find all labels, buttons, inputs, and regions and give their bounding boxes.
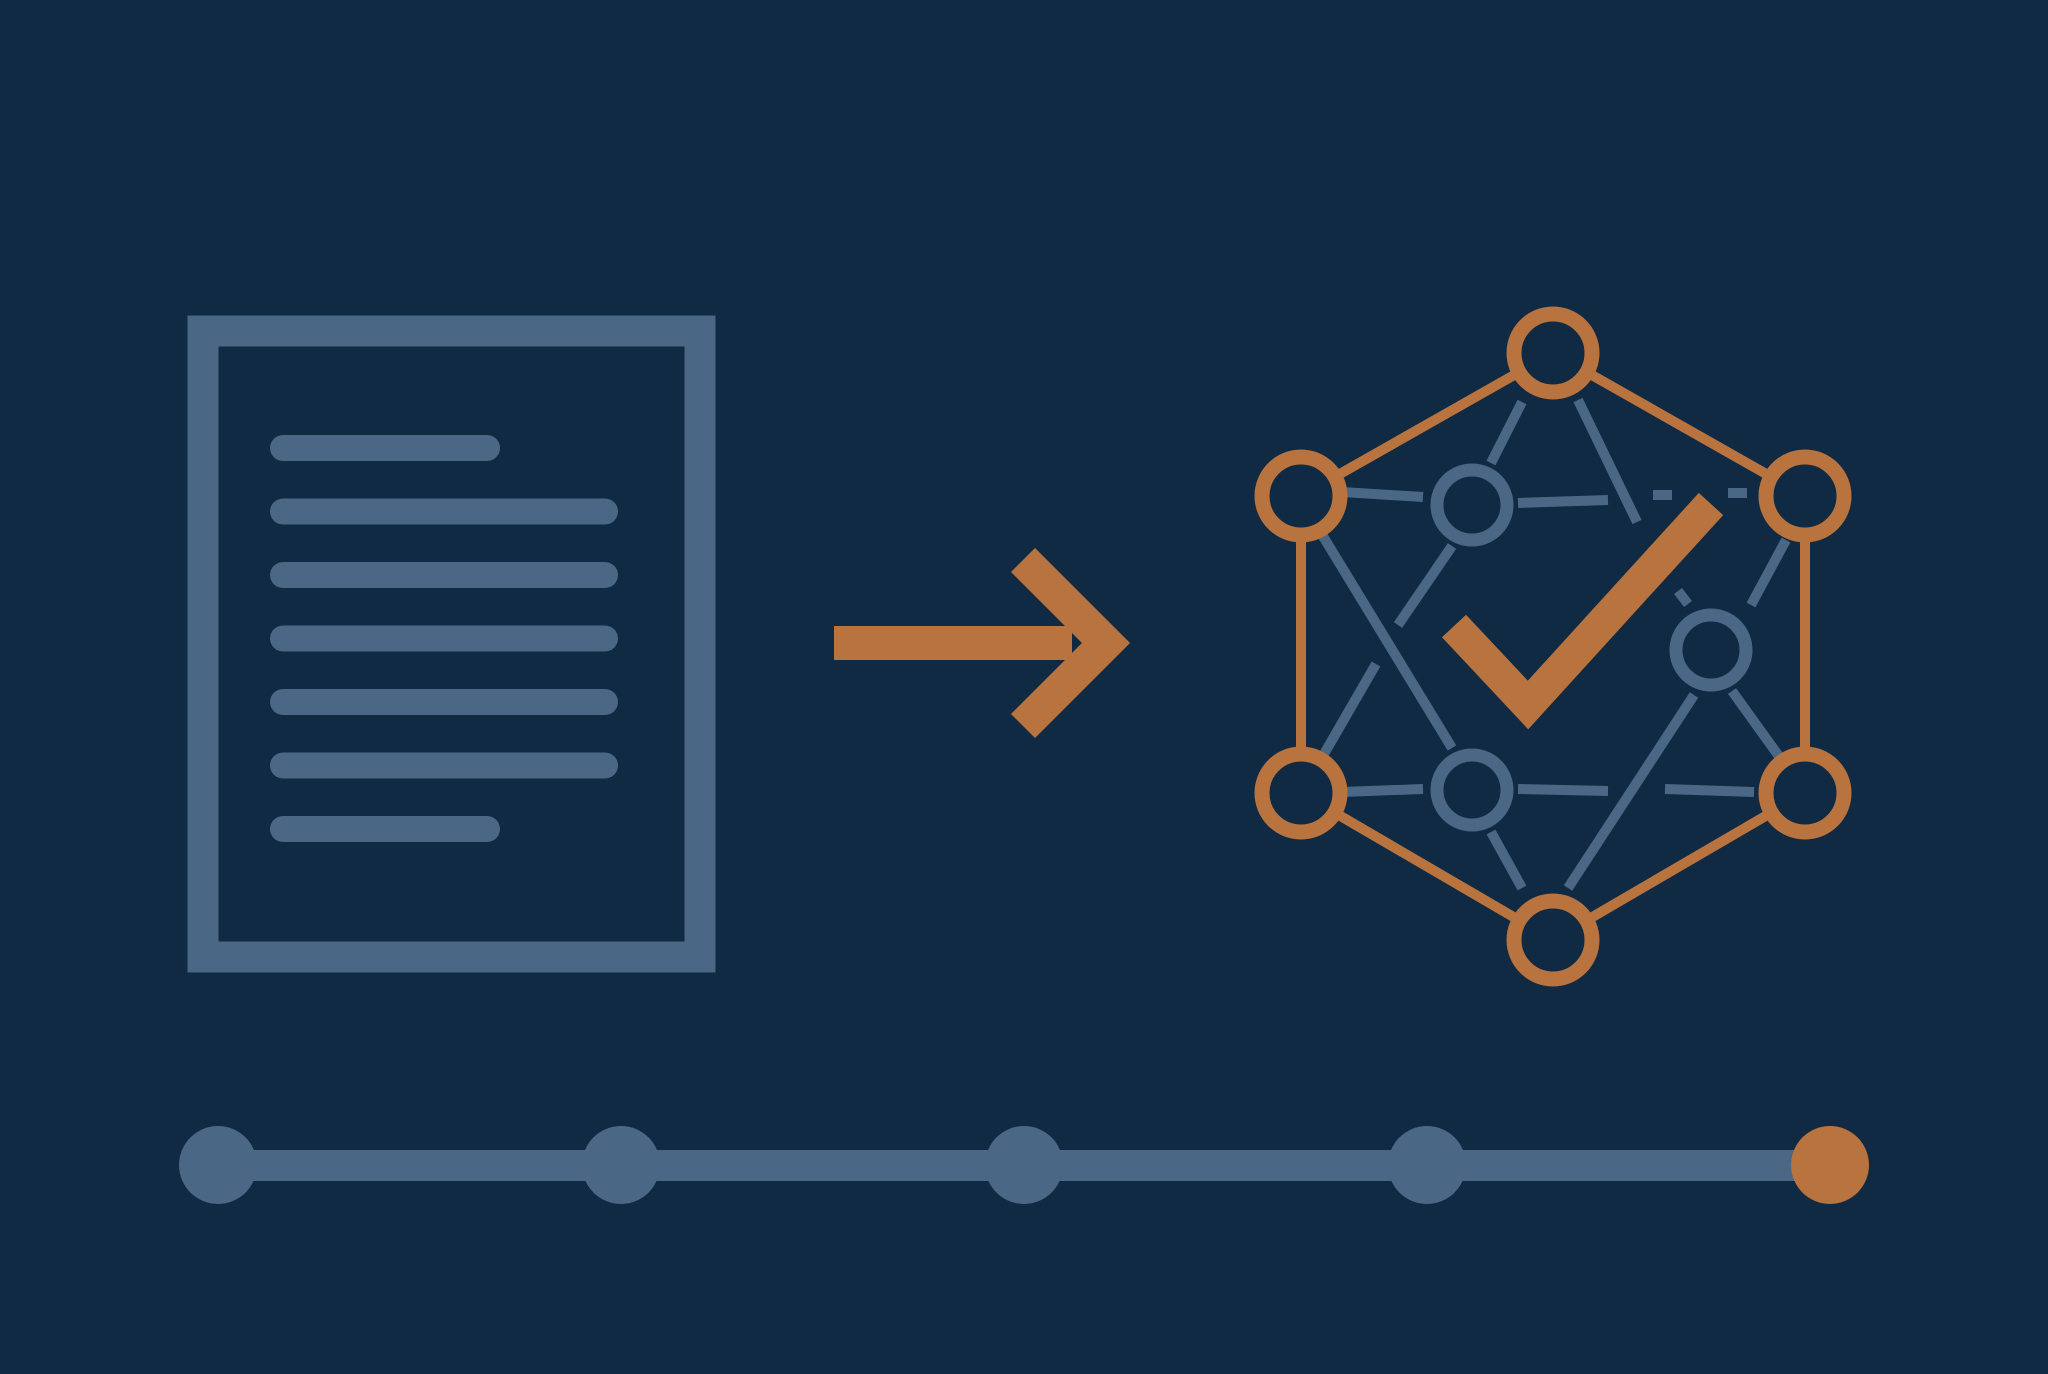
network-node [1254,746,1348,840]
progress-step [582,1126,660,1204]
outer-nodes [1254,306,1852,987]
progress-step-current [1791,1126,1869,1204]
checkmark-icon [1441,492,1724,730]
progress-step [985,1126,1063,1204]
document-frame [187,315,716,973]
arrow-shaft [834,626,1072,660]
network-node [1506,306,1600,400]
network-node [1430,748,1514,832]
document-text-line [270,689,618,715]
document-text-line [270,562,618,588]
network-node [1669,608,1753,692]
document-text-lines [270,435,618,842]
network-node [1254,449,1348,543]
progress-step [1388,1126,1466,1204]
document-text-line [270,816,500,842]
network-node [1758,449,1852,543]
progress-timeline [179,1126,1869,1204]
progress-steps [179,1126,1869,1204]
network-node [1506,893,1600,987]
outer-connections [1296,348,1810,945]
arrow-right-icon [834,547,1131,739]
inner-connections [1316,397,1791,891]
network-node [1430,463,1514,547]
network-node [1758,746,1852,840]
arrow-head [1010,547,1131,739]
document-text-line [270,752,618,779]
document-text-line [270,498,618,525]
document-text-line [270,625,618,652]
progress-step [179,1126,257,1204]
document-text-line [270,435,500,461]
verified-network-icon [1254,306,1852,987]
inner-nodes [1430,463,1753,832]
document-icon [187,315,716,973]
